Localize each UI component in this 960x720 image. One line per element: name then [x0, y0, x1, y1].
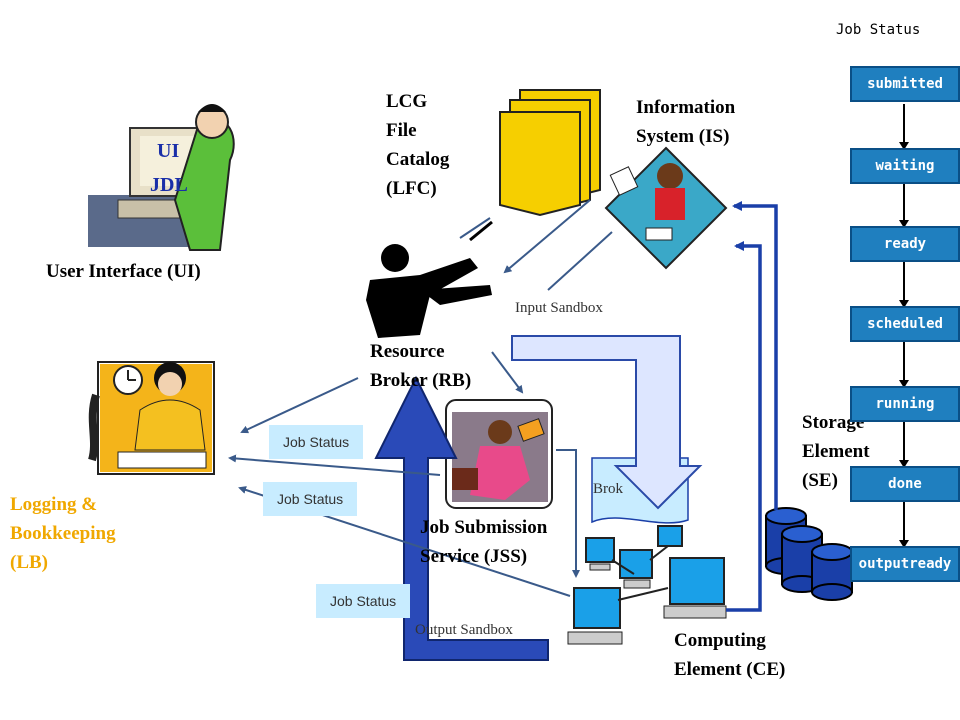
resource-broker-icon — [366, 220, 493, 338]
jss-label: Job Submission Service (JSS) — [420, 517, 548, 567]
state-submitted: submitted — [850, 66, 960, 102]
input-sandbox-label: Input Sandbox — [515, 300, 603, 316]
is-rb-arrow — [547, 231, 613, 291]
lfc-rb-arrow — [503, 199, 591, 274]
jdl-screen-label: JDL — [150, 174, 188, 196]
information-system-icon — [604, 146, 728, 270]
ce-to-is-line — [726, 241, 762, 612]
rb-label: Resource Broker (RB) — [370, 341, 472, 391]
lb-label: Logging & Bookkeeping (LB) — [10, 494, 116, 573]
se-to-is-line — [732, 201, 778, 510]
state-waiting: waiting — [850, 148, 960, 184]
storage-cylinders-icon — [765, 507, 853, 601]
state-running: running — [850, 386, 960, 422]
ui-screen-label: UI — [157, 140, 180, 162]
lfc-to-rb-arrow — [459, 217, 491, 239]
lfc-label: LCG File Catalog (LFC) — [386, 91, 450, 199]
computing-element-icon — [567, 525, 727, 645]
state-done: done — [850, 466, 960, 502]
rb-to-jss-arrow — [491, 351, 524, 394]
job-status-chip-2: Job Status — [263, 482, 358, 516]
job-status-chip-3: Job Status — [316, 584, 411, 618]
broker-fragment-label: Brok — [593, 481, 623, 497]
job-status-chip-1: Job Status — [269, 425, 364, 459]
jss-to-lb-arrow — [228, 454, 441, 476]
ui-workstation-icon — [88, 104, 235, 251]
jss-to-ce-arrow — [556, 449, 580, 578]
rb-to-lb-arrow — [240, 377, 359, 434]
state-scheduled: scheduled — [850, 306, 960, 342]
output-sandbox-arrow — [374, 375, 549, 661]
state-outputready: outputready — [850, 546, 960, 582]
state-ready: ready — [850, 226, 960, 262]
ui-label: User Interface (UI) — [46, 261, 201, 282]
file-catalog-icon — [499, 89, 601, 217]
logging-bookkeeping-icon — [88, 361, 215, 475]
ce-label: Computing Element (CE) — [674, 630, 786, 680]
is-label: Information System (IS) — [636, 97, 736, 147]
input-sandbox-pipe — [511, 335, 703, 510]
output-sandbox-label: Output Sandbox — [415, 622, 513, 638]
job-submission-icon — [445, 399, 553, 509]
se-label: Storage Element (SE) — [802, 412, 870, 491]
job-status-title: Job Status — [836, 22, 921, 38]
